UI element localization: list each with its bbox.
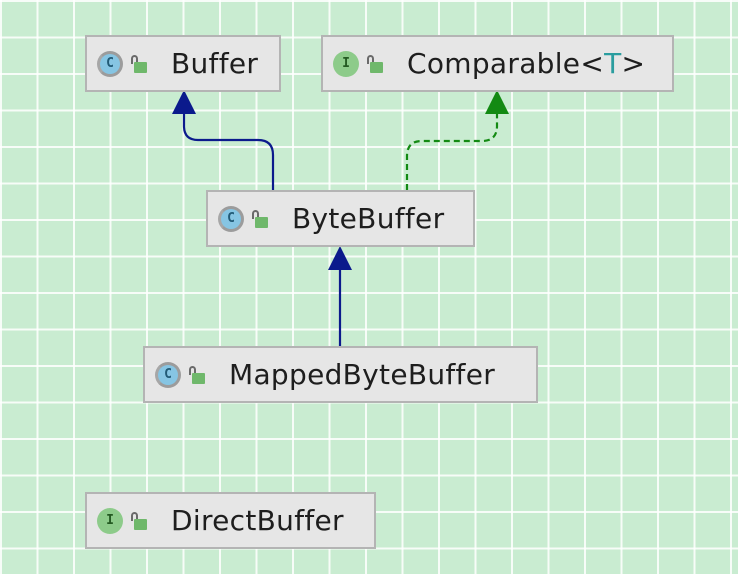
node-label: DirectBuffer <box>171 504 344 537</box>
interface-kind-icon: I <box>97 507 123 534</box>
node-comparable[interactable]: I Comparable<T> <box>321 35 674 92</box>
type-parameter: T <box>604 47 622 80</box>
edge-bytebuffer-implements-comparable <box>405 112 499 190</box>
node-label: Buffer <box>171 47 259 80</box>
node-label: Comparable<T> <box>407 47 645 80</box>
node-directbuffer[interactable]: I DirectBuffer <box>85 492 376 549</box>
node-label: MappedByteBuffer <box>229 358 496 391</box>
interface-kind-icon: I <box>333 50 359 77</box>
node-buffer[interactable]: C Buffer <box>85 35 281 92</box>
edge-bytebuffer-extends-buffer-arrowhead <box>172 90 196 114</box>
public-lock-icon <box>129 53 149 75</box>
class-kind-icon: C <box>97 50 123 77</box>
public-lock-icon <box>250 208 270 230</box>
public-lock-icon <box>187 364 207 386</box>
node-mappedbytebuffer[interactable]: C MappedByteBuffer <box>143 346 538 403</box>
edge-bytebuffer-implements-comparable-arrowhead <box>485 90 509 114</box>
node-label-suffix: > <box>621 47 646 80</box>
node-label: ByteBuffer <box>292 202 445 235</box>
node-bytebuffer[interactable]: C ByteBuffer <box>206 190 475 247</box>
node-label-name: Comparable< <box>407 47 605 80</box>
public-lock-icon <box>129 510 149 532</box>
class-kind-icon: C <box>155 361 181 388</box>
edge-mappedbytebuffer-extends-bytebuffer-arrowhead <box>328 246 352 270</box>
edge-bytebuffer-extends-buffer <box>182 112 275 190</box>
class-kind-icon: C <box>218 205 244 232</box>
public-lock-icon <box>365 53 385 75</box>
